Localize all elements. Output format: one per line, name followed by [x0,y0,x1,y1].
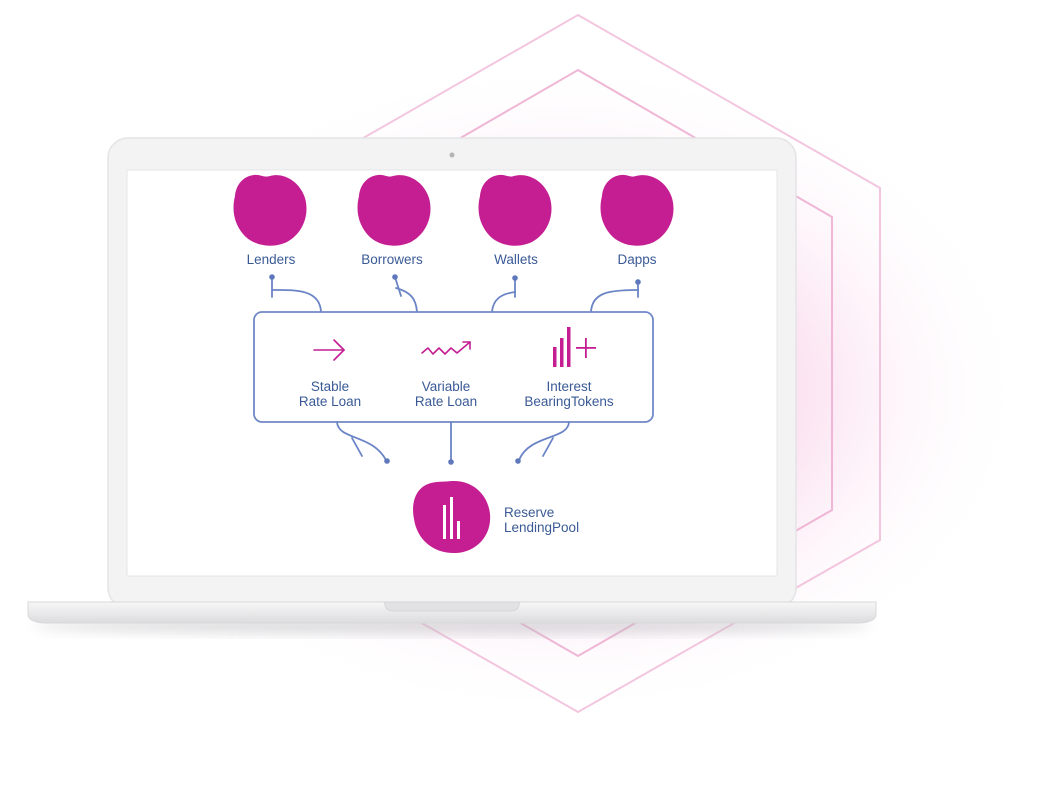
user-node-borrowers [357,174,431,246]
product-label-variable-line2: Rate Loan [415,394,477,409]
product-label-interest-line2: BearingTokens [524,394,614,409]
camera-icon [449,152,455,158]
connectors-bottom [336,421,570,462]
reserve-label-line2: LendingPool [504,520,579,535]
bar-chart-icon [443,497,460,539]
connector-dots-top [269,274,641,285]
laptop-notch [383,601,521,612]
blob-icon [233,174,307,246]
connector-dots-bottom [384,458,521,465]
products-box [253,311,654,423]
bars-plus-icon [553,327,596,367]
user-node-lenders [233,174,307,246]
product-label-variable-line1: Variable [422,379,471,394]
laptop-base [27,601,877,624]
blob-icon [478,174,552,246]
user-node-dapps [600,174,674,246]
reserve-label-line1: Reserve [504,505,554,520]
product-label-interest-line1: Interest [546,379,591,394]
zigzag-trend-icon [421,341,471,355]
user-label-borrowers: Borrowers [361,252,423,267]
product-label-stable-line1: Stable [311,379,349,394]
arrow-right-icon [313,339,345,361]
product-label-stable-line2: Rate Loan [299,394,361,409]
user-label-lenders: Lenders [247,252,296,267]
user-label-wallets: Wallets [494,252,538,267]
blob-icon [357,174,431,246]
user-label-dapps: Dapps [617,252,656,267]
user-node-wallets [478,174,552,246]
blob-icon [600,174,674,246]
reserve-node [413,480,491,554]
